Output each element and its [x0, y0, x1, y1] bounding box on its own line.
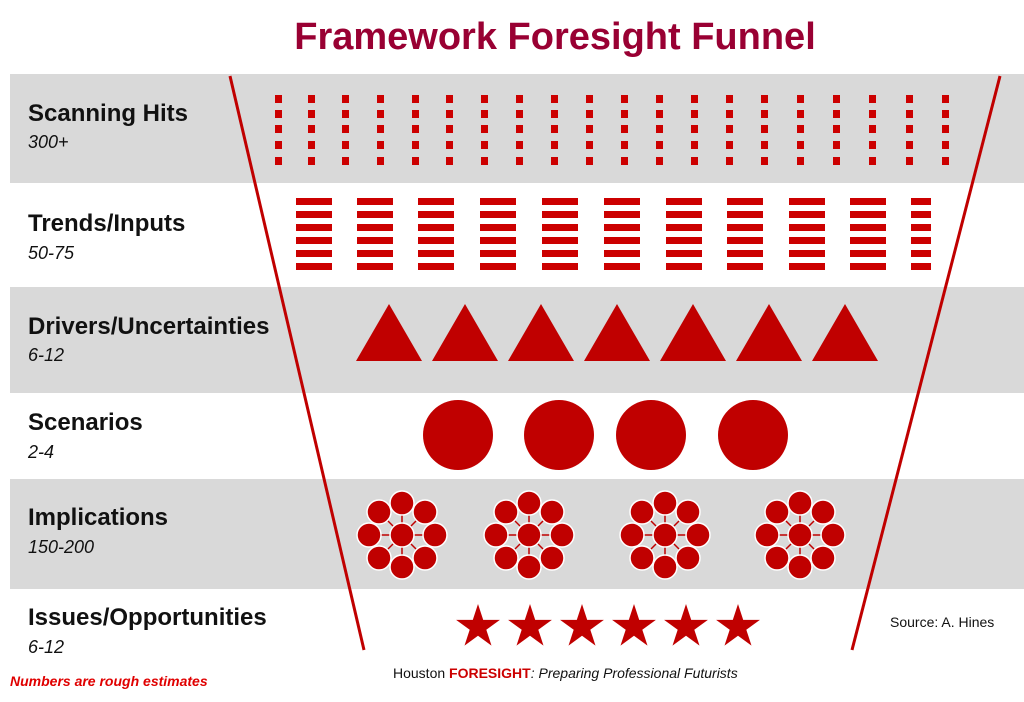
- stage-count-scenarios: 2-4: [28, 442, 55, 462]
- dotted-column-icon: [621, 95, 628, 165]
- implications-icons: [356, 490, 846, 580]
- dotted-column-icon: [308, 95, 315, 165]
- dotted-column-icon: [726, 95, 733, 165]
- circle-cluster-icon: [483, 490, 575, 580]
- dotted-column-icon: [761, 95, 768, 165]
- scenarios-icons: [423, 400, 788, 470]
- circle-cluster-icon: [619, 490, 711, 580]
- triangle-icon: [584, 304, 650, 361]
- dotted-column-icon: [551, 95, 558, 165]
- stage-count-issues: 6-12: [28, 637, 65, 657]
- circle-icon: [616, 400, 686, 470]
- dotted-column-icon: [516, 95, 523, 165]
- stage-label-scanning-hits: Scanning Hits: [28, 100, 189, 127]
- bar-stack-icon: [604, 198, 640, 270]
- circle-icon: [423, 400, 493, 470]
- issues-icons: [456, 604, 760, 646]
- star-icon: [716, 604, 760, 646]
- dotted-column-icon: [481, 95, 488, 165]
- triangle-icon: [660, 304, 726, 361]
- bar-stack-icon: [789, 198, 825, 270]
- dotted-column-icon: [377, 95, 384, 165]
- stage-count-trends-inputs: 50-75: [28, 243, 75, 263]
- stage-count-drivers: 6-12: [28, 345, 65, 365]
- circle-icon: [524, 400, 594, 470]
- stage-label-trends-inputs: Trends/Inputs: [28, 210, 186, 237]
- triangle-icon: [812, 304, 878, 361]
- bar-stack-icon: [542, 198, 578, 270]
- bar-stack-icon: [357, 198, 393, 270]
- dotted-column-icon: [797, 95, 804, 165]
- bar-stack-icon: [296, 198, 332, 270]
- stage-count-scanning-hits: 300+: [28, 132, 69, 152]
- stage-label-implications: Implications: [28, 504, 169, 531]
- circle-cluster-icon: [754, 490, 846, 580]
- stage-label-drivers: Drivers/Uncertainties: [28, 313, 270, 340]
- footer-prefix: Houston: [393, 665, 450, 681]
- dotted-column-icon: [412, 95, 419, 165]
- stage-label-issues: Issues/Opportunities: [28, 604, 267, 631]
- estimate-note: Numbers are rough estimates: [10, 673, 208, 689]
- trends-inputs-icons: [296, 198, 931, 270]
- dotted-column-icon: [833, 95, 840, 165]
- bar-stack-icon: [480, 198, 516, 270]
- circle-icon: [718, 400, 788, 470]
- bar-stack-icon: [727, 198, 763, 270]
- bar-stack-icon: [911, 198, 931, 270]
- footer-credit: Houston FORESIGHT: Preparing Professiona…: [393, 665, 738, 681]
- star-icon: [560, 604, 604, 646]
- dotted-column-icon: [869, 95, 876, 165]
- bar-stack-icon: [418, 198, 454, 270]
- triangle-icon: [508, 304, 574, 361]
- triangle-icon: [736, 304, 802, 361]
- dotted-column-icon: [275, 95, 282, 165]
- star-icon: [456, 604, 500, 646]
- dotted-column-icon: [906, 95, 913, 165]
- scanning-hits-icons: [275, 95, 949, 165]
- star-icon: [664, 604, 708, 646]
- drivers-icons: [356, 304, 878, 361]
- dotted-column-icon: [656, 95, 663, 165]
- bar-stack-icon: [666, 198, 702, 270]
- circle-cluster-icon: [356, 490, 448, 580]
- star-icon: [612, 604, 656, 646]
- funnel-right-edge: [850, 75, 1002, 651]
- triangle-icon: [432, 304, 498, 361]
- footer-brand: FORESIGHT: [449, 665, 531, 681]
- stage-count-implications: 150-200: [28, 537, 95, 557]
- page-title: Framework Foresight Funnel: [294, 16, 816, 58]
- stage-label-scenarios: Scenarios: [28, 409, 143, 436]
- footer-tagline: : Preparing Professional Futurists: [530, 665, 738, 681]
- dotted-column-icon: [342, 95, 349, 165]
- bar-stack-icon: [850, 198, 886, 270]
- funnel-left-edge: [228, 75, 366, 651]
- star-icon: [508, 604, 552, 646]
- dotted-column-icon: [691, 95, 698, 165]
- source-credit: Source: A. Hines: [890, 614, 995, 630]
- triangle-icon: [356, 304, 422, 361]
- dotted-column-icon: [942, 95, 949, 165]
- dotted-column-icon: [586, 95, 593, 165]
- dotted-column-icon: [446, 95, 453, 165]
